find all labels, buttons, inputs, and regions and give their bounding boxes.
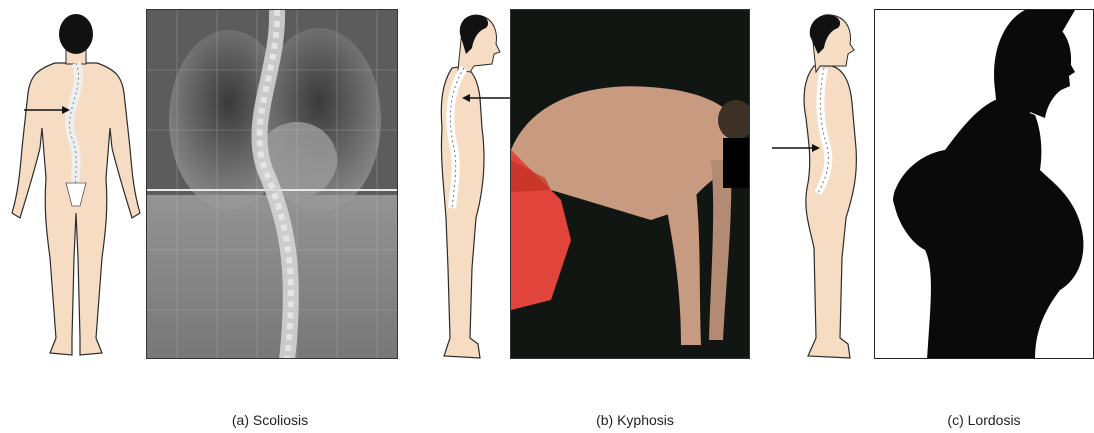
lordosis-figure-illustration [768, 8, 878, 368]
kyphosis-photo [510, 9, 750, 359]
panel-lordosis: (c) Lordosis [760, 0, 1094, 433]
caption-lordosis: (c) Lordosis [947, 412, 1020, 428]
scoliosis-xray-image [146, 9, 398, 359]
arrow-indicator [462, 94, 510, 102]
arrow-indicator [772, 144, 820, 152]
kyphosis-figure-illustration [422, 8, 522, 368]
caption-kyphosis: (b) Kyphosis [596, 412, 674, 428]
panel-scoliosis: (a) Scoliosis [0, 0, 410, 433]
scoliosis-figure-illustration [0, 8, 150, 368]
caption-scoliosis: (a) Scoliosis [232, 412, 308, 428]
panel-kyphosis: (b) Kyphosis [410, 0, 760, 433]
lordosis-silhouette-photo [874, 9, 1094, 359]
